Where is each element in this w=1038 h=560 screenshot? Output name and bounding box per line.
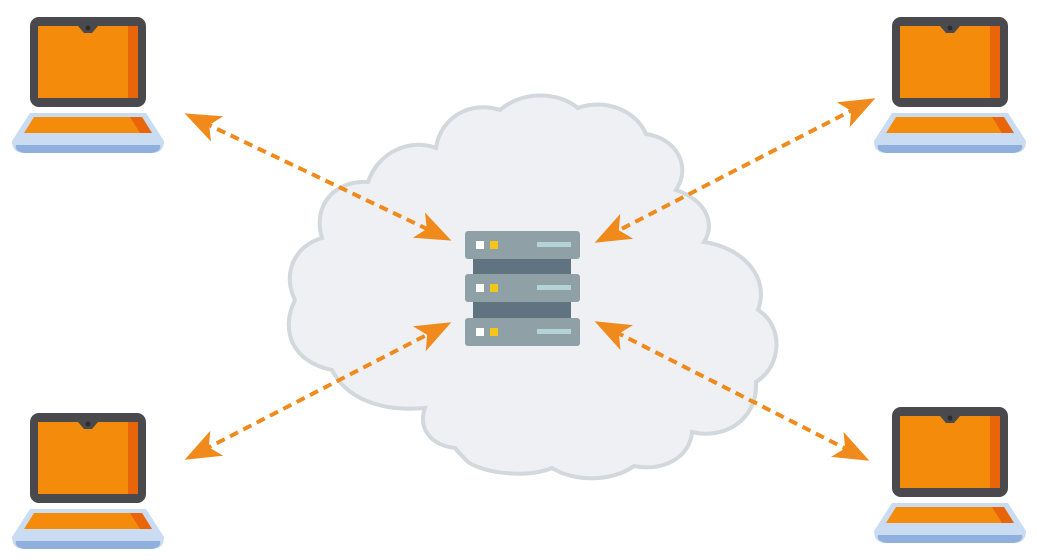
- connection-arrow-bottom-left: [184, 322, 452, 460]
- connection-arrow-bottom-right: [594, 321, 870, 461]
- connection-arrow-top-left: [184, 113, 452, 241]
- server-slot-2: [537, 285, 571, 290]
- laptop-icon: [12, 17, 164, 153]
- server-unit-2: [465, 274, 580, 302]
- server-led-white-1: [476, 241, 484, 249]
- server-led-yellow-2: [490, 284, 498, 292]
- laptop-icon: [874, 17, 1026, 153]
- server-led-white-2: [476, 284, 484, 292]
- server-led-white-3: [476, 328, 484, 336]
- laptop-icon: [874, 407, 1026, 543]
- connection-arrow-top-right: [594, 98, 876, 243]
- laptop-icon: [12, 413, 164, 549]
- server-slot-3: [537, 329, 571, 334]
- server-led-yellow-1: [490, 241, 498, 249]
- server-led-yellow-3: [490, 328, 498, 336]
- server-slot-1: [537, 242, 571, 247]
- server-icon: [465, 231, 580, 346]
- server-unit-3: [465, 318, 580, 346]
- server-unit-1: [465, 231, 580, 259]
